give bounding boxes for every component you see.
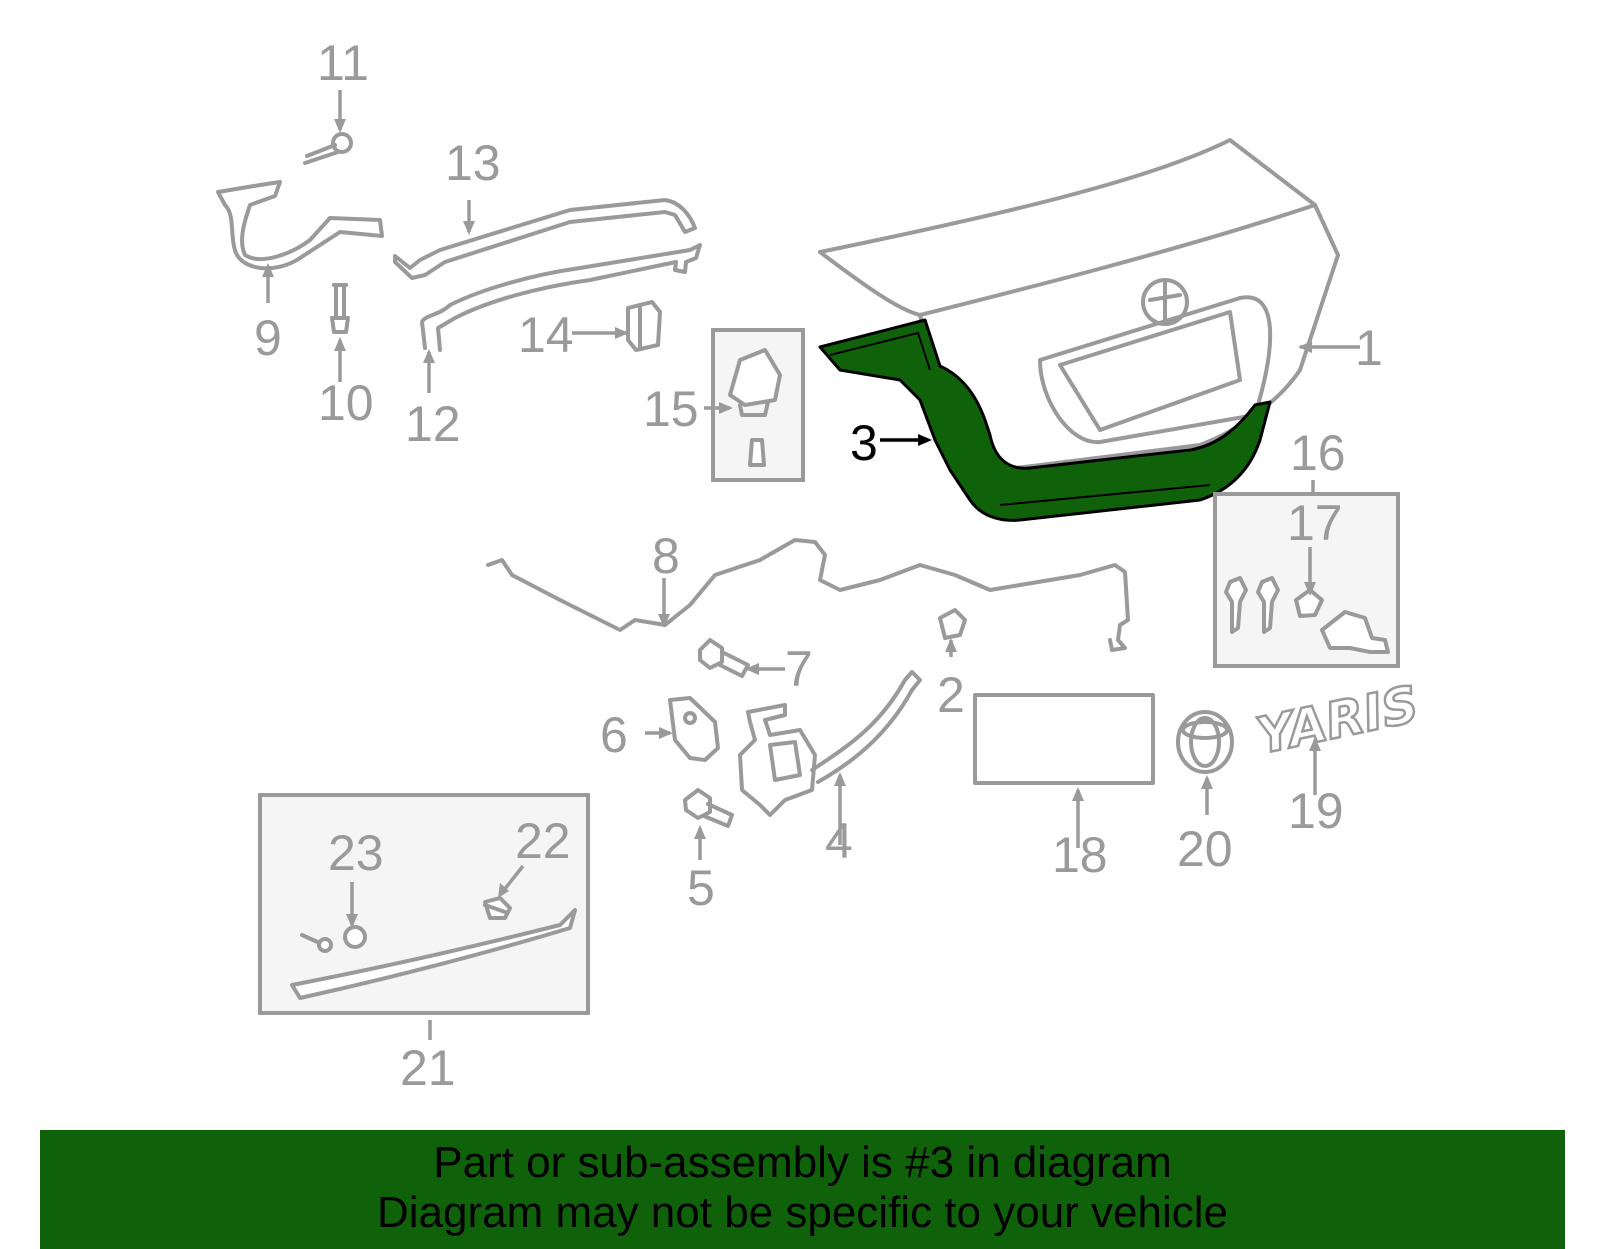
nut-part-23[interactable] [300,925,367,953]
lock-cylinder-part-17[interactable] [1294,588,1390,654]
callout-22: 22 [515,813,571,869]
info-banner: Part or sub-assembly is #3 in diagram Di… [40,1130,1565,1249]
torsion-bar-part-13[interactable] [393,198,697,280]
callout-16: 16 [1290,425,1346,481]
clip-part-22[interactable] [483,896,512,920]
callout-6: 6 [600,707,628,763]
bolt-part-10[interactable] [330,283,350,334]
callout-12: 12 [405,396,461,452]
callout-13: 13 [445,135,501,191]
callout-labels: 1 2 3 4 5 6 7 8 9 10 11 12 13 14 15 16 1… [254,35,1383,1096]
callout-15: 15 [643,381,699,437]
callout-19: 19 [1288,783,1344,839]
callout-18: 18 [1052,827,1108,883]
garnish-part-21[interactable] [290,908,577,1000]
lock-cylinder-part-16-box [1213,492,1400,668]
keys-part-16[interactable] [1224,576,1280,634]
callout-17: 17 [1287,495,1343,551]
yaris-emblem-part-19[interactable]: YARIS [1250,674,1424,767]
callout-3: 3 [850,415,878,471]
license-plate-part-18[interactable] [973,693,1155,785]
bracket-part-6[interactable] [668,696,720,762]
callout-7: 7 [785,641,813,697]
callout-10: 10 [318,375,374,431]
clip-part-14[interactable] [626,300,662,352]
callout-20: 20 [1177,821,1233,877]
latch-part-4[interactable] [738,670,922,817]
callout-8: 8 [652,528,680,584]
callout-1: 1 [1355,320,1383,376]
cap-part-15[interactable] [728,348,782,467]
bolt-part-7[interactable] [698,638,750,678]
callout-21: 21 [400,1040,456,1096]
banner-line-part-info: Part or sub-assembly is #3 in diagram [433,1138,1172,1187]
release-cable-part-8[interactable] [486,538,1130,652]
bolt-part-5[interactable] [683,788,734,828]
arrowheads [262,119,1321,928]
callout-4: 4 [825,813,853,869]
callout-2: 2 [937,667,965,723]
callout-5: 5 [687,860,715,916]
hinge-part[interactable] [216,180,384,271]
cushion-part-2[interactable] [938,608,967,640]
svg-text:YARIS: YARIS [1252,675,1424,766]
garnish-part-21-box [258,793,590,1015]
callout-11: 11 [317,35,369,91]
bolt-part-11[interactable] [303,132,353,165]
callout-23: 23 [328,825,384,881]
callout-9: 9 [254,310,282,366]
banner-line-disclaimer: Diagram may not be specific to your vehi… [376,1188,1229,1237]
toyota-emblem-part-20[interactable] [1176,710,1234,774]
torsion-bar-part-12[interactable] [420,243,702,352]
weatherstrip-part[interactable] [818,318,1272,522]
callout-14: 14 [518,307,574,363]
